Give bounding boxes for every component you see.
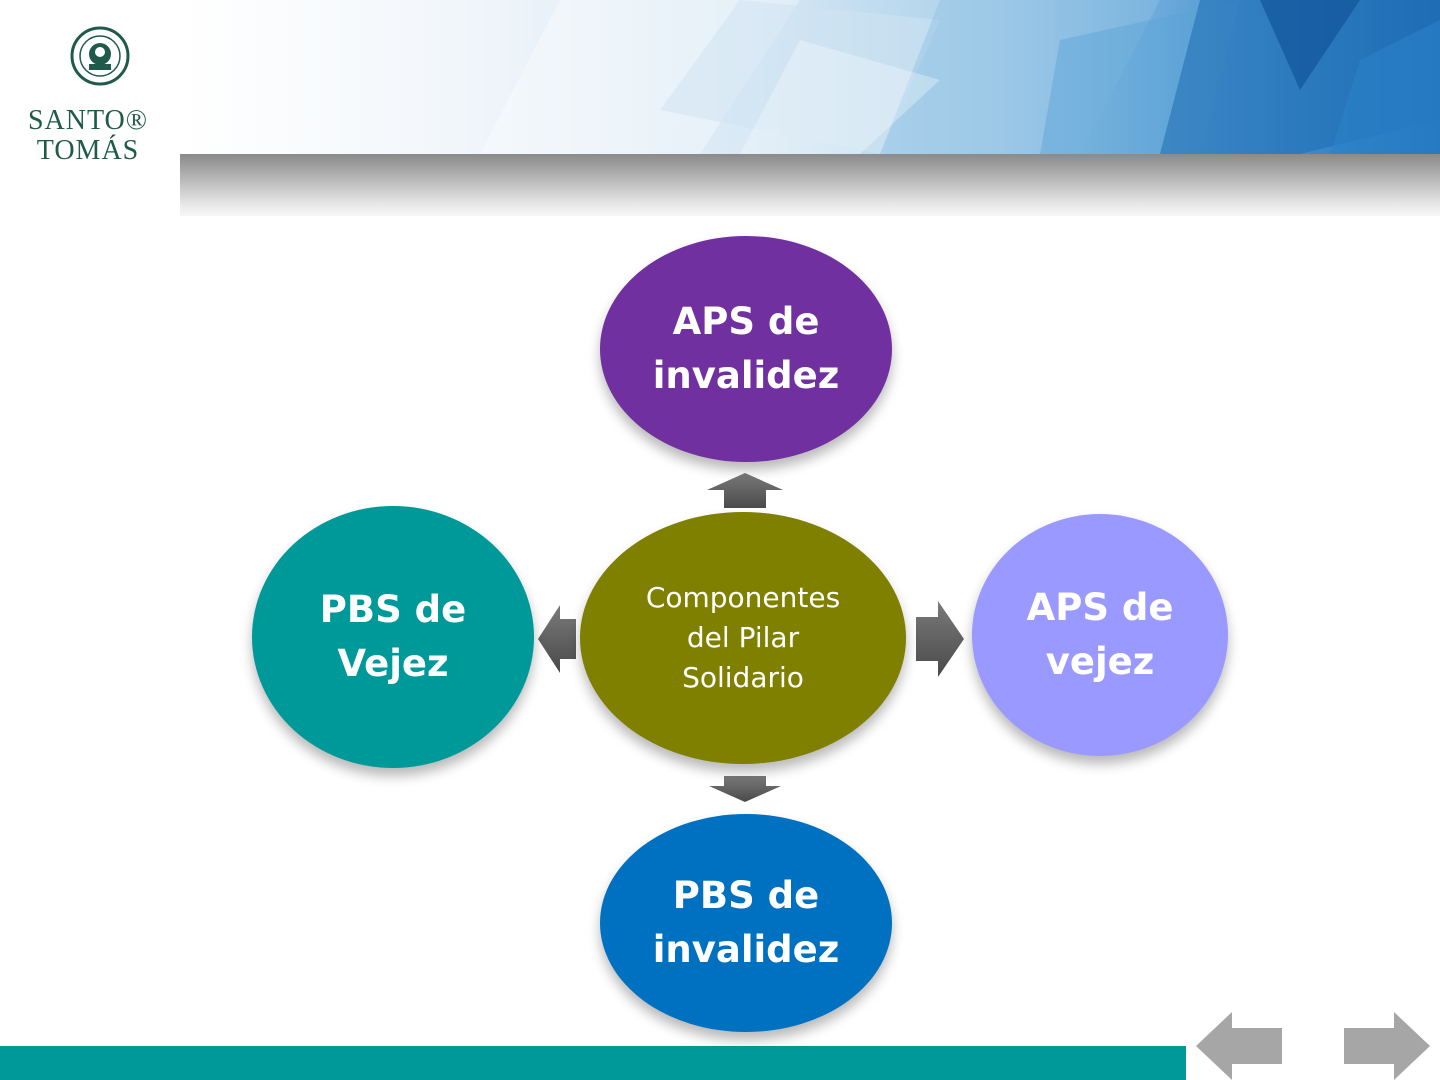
footer-bar: [0, 1046, 1186, 1080]
node-pbs-vejez: PBS de Vejez: [252, 506, 534, 768]
node-aps-vejez-label: APS de vejez: [1026, 586, 1174, 683]
node-aps-invalidez: APS de invalidez: [600, 236, 892, 462]
logo-line-2: TOMÁS: [36, 135, 140, 166]
seal-icon: [70, 26, 130, 86]
center-node: Componentes del Pilar Solidario: [580, 512, 906, 764]
arrow-down-icon: [709, 776, 781, 802]
node-pbs-invalidez-label: PBS de invalidez: [652, 874, 840, 971]
arrow-right-icon: [1344, 1012, 1430, 1080]
header-banner: [180, 0, 1440, 154]
arrow-left-icon: [538, 605, 576, 673]
arrow-right-icon: [916, 601, 964, 677]
previous-slide-button[interactable]: [1196, 1012, 1286, 1080]
logo-line-1: SANTO®: [27, 105, 149, 136]
arrow-up-icon: [707, 473, 783, 508]
next-slide-button[interactable]: [1340, 1012, 1430, 1080]
arrow-left-icon: [1196, 1012, 1282, 1080]
center-node-label: Componentes del Pilar Solidario: [645, 581, 841, 694]
node-pbs-vejez-label: PBS de Vejez: [319, 588, 467, 685]
santo-tomas-logo: SANTO® TOMÁS: [0, 0, 180, 216]
node-aps-invalidez-label: APS de invalidez: [652, 300, 840, 397]
node-aps-vejez: APS de vejez: [972, 514, 1228, 756]
node-pbs-invalidez: PBS de invalidez: [600, 814, 892, 1032]
header-shadow-bar: [180, 154, 1440, 216]
